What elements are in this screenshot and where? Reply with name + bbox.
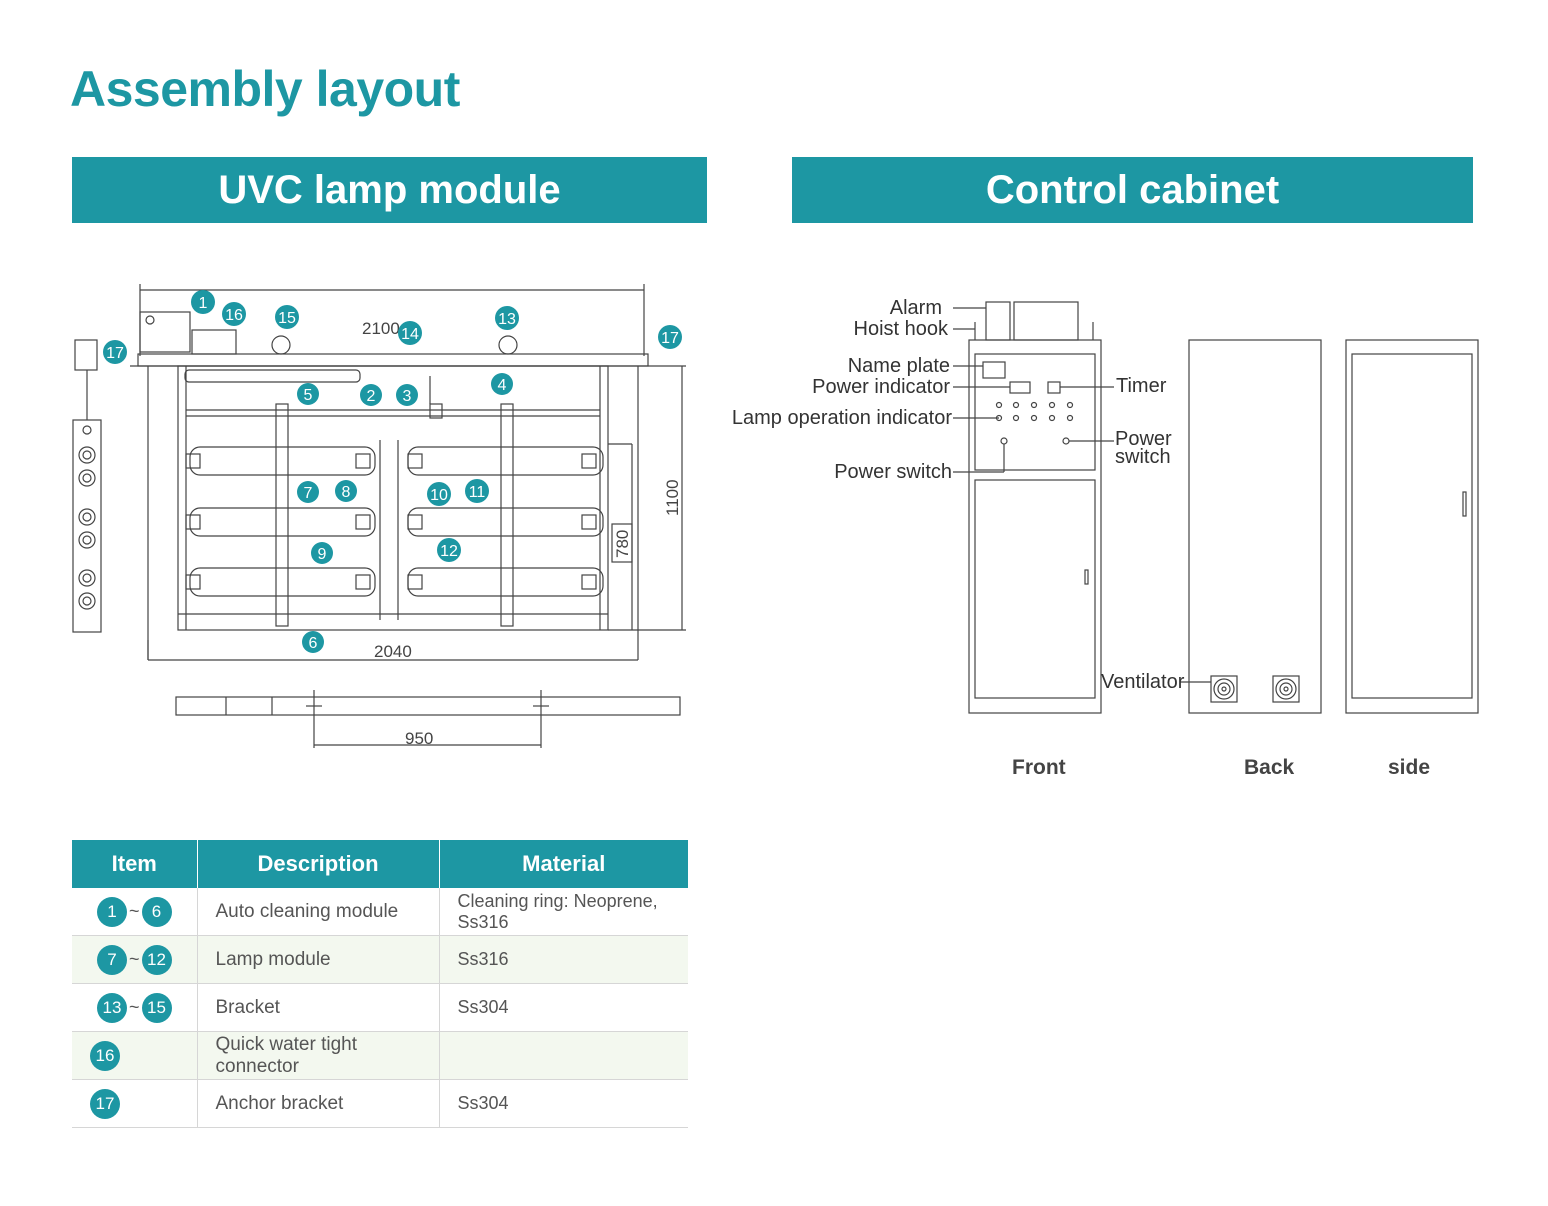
svg-text:5: 5	[304, 387, 313, 404]
item-badge: 12	[141, 944, 172, 975]
callout-17-left: 17	[103, 340, 127, 364]
callout-10: 10	[427, 482, 451, 506]
item-badge: 7	[96, 944, 127, 975]
svg-text:2: 2	[367, 388, 376, 405]
svg-text:4: 4	[498, 377, 507, 394]
header-item: Item	[72, 840, 198, 888]
dim-lamp-height: 780	[613, 530, 632, 558]
parts-table: Item Description Material 1~6 Auto clean…	[72, 840, 688, 1128]
callout-3: 3	[396, 384, 418, 406]
svg-text:15: 15	[278, 310, 296, 327]
label-power-switch-right-1: Power	[1115, 428, 1172, 450]
label-timer: Timer	[1116, 375, 1167, 397]
svg-text:17: 17	[106, 345, 124, 362]
description-cell: Bracket	[196, 983, 439, 1032]
description-cell: Auto cleaning module	[196, 888, 439, 936]
cabinet-section-banner: Control cabinet	[792, 157, 1473, 223]
svg-text:3: 3	[403, 388, 412, 405]
view-label-back: Back	[1244, 756, 1295, 779]
dim-overall-length: 2100	[362, 319, 400, 338]
callout-5: 5	[297, 383, 319, 405]
svg-text:12: 12	[440, 543, 458, 560]
label-power-switch-left: Power switch	[834, 461, 952, 483]
material-cell: Ss304	[438, 1079, 688, 1128]
label-power-indicator: Power indicator	[812, 376, 950, 398]
table-row: 13~15 Bracket Ss304	[72, 983, 688, 1032]
uvc-lamp-module-drawing: 2100 2040 1100 780 950 1 16 15 14 13 17 …	[72, 284, 686, 748]
callout-11: 11	[465, 479, 489, 503]
svg-text:9: 9	[318, 546, 327, 563]
callout-6: 6	[302, 631, 324, 653]
label-alarm: Alarm	[890, 297, 942, 319]
label-power-switch-right-2: switch	[1115, 446, 1171, 468]
svg-text:10: 10	[430, 487, 448, 504]
svg-text:17: 17	[661, 330, 679, 347]
callout-16: 16	[222, 302, 246, 326]
svg-text:6: 6	[309, 635, 318, 652]
callout-15: 15	[275, 305, 299, 329]
label-lamp-operation-indicator: Lamp operation indicator	[732, 407, 952, 429]
svg-text:14: 14	[401, 326, 419, 343]
item-single: 17	[72, 1079, 197, 1128]
svg-text:8: 8	[342, 484, 351, 501]
item-badge: 15	[141, 992, 172, 1023]
item-badge: 17	[90, 1088, 120, 1119]
page-title: Assembly layout	[70, 61, 460, 117]
item-badge: 6	[141, 896, 172, 927]
callout-9: 9	[311, 542, 333, 564]
svg-text:11: 11	[469, 484, 486, 501]
material-cell: Ss304	[438, 983, 688, 1032]
table-row: 17 Anchor bracket Ss304	[72, 1079, 688, 1128]
description-cell: Lamp module	[196, 935, 439, 984]
dim-height: 1100	[663, 479, 682, 516]
item-range: 13~15	[72, 983, 197, 1032]
uvc-section-banner: UVC lamp module	[72, 157, 707, 223]
callout-12: 12	[437, 538, 461, 562]
item-badge: 1	[96, 896, 127, 927]
material-cell: Ss316	[438, 935, 688, 984]
table-row: 7~12 Lamp module Ss316	[72, 935, 688, 984]
material-cell: Cleaning ring: Neoprene, Ss316	[438, 888, 688, 936]
callout-7: 7	[297, 481, 319, 503]
label-name-plate: Name plate	[848, 355, 950, 377]
view-label-front: Front	[1012, 756, 1066, 779]
svg-text:1: 1	[199, 295, 208, 312]
callout-8: 8	[335, 480, 357, 502]
table-row: 16 Quick water tight connector	[72, 1031, 688, 1080]
dim-frame-length: 2040	[374, 642, 412, 661]
callout-4: 4	[491, 373, 513, 395]
callout-1: 1	[191, 290, 215, 314]
callout-14: 14	[398, 321, 422, 345]
svg-text:13: 13	[498, 311, 516, 328]
description-cell: Quick water tight connector	[196, 1031, 439, 1080]
material-cell	[438, 1031, 688, 1080]
description-cell: Anchor bracket	[196, 1079, 439, 1128]
header-description: Description	[197, 840, 440, 888]
svg-text:16: 16	[225, 307, 243, 324]
control-cabinet-drawing: Alarm Hoist hook Name plate Power indica…	[732, 297, 1479, 714]
callout-17-right: 17	[658, 325, 682, 349]
label-hoist-hook: Hoist hook	[854, 318, 949, 340]
item-single: 16	[72, 1031, 197, 1080]
item-range: 1~6	[72, 888, 197, 936]
svg-text:7: 7	[304, 485, 313, 502]
item-badge: 16	[90, 1040, 120, 1071]
callout-13: 13	[495, 306, 519, 330]
view-label-side: side	[1388, 756, 1431, 779]
label-ventilator: Ventilator	[1101, 671, 1185, 693]
dim-bracket-spacing: 950	[405, 729, 433, 748]
item-range: 7~12	[72, 935, 197, 984]
table-row: 1~6 Auto cleaning module Cleaning ring: …	[72, 888, 688, 936]
callout-2: 2	[360, 384, 382, 406]
item-badge: 13	[96, 992, 127, 1023]
header-material: Material	[439, 840, 688, 888]
